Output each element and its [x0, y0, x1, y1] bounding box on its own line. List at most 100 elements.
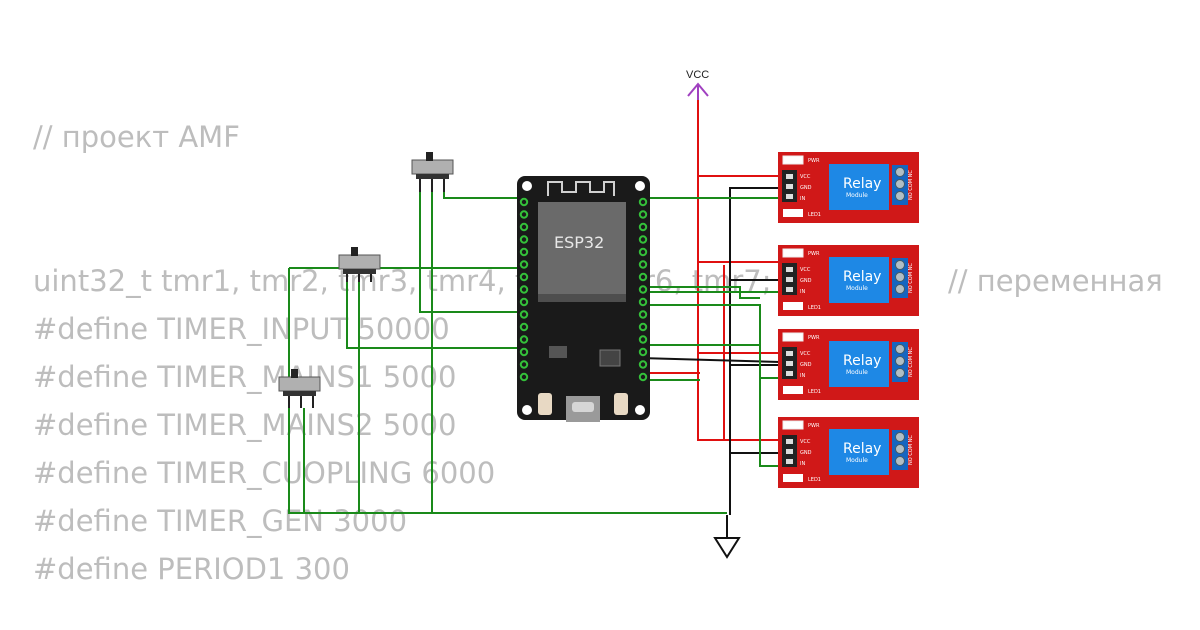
relay-vcc-label: VCC	[800, 174, 811, 180]
esp32-pin[interactable]	[519, 372, 529, 382]
antenna-trace	[547, 181, 615, 196]
relay-pwr-label: PWR	[808, 423, 820, 429]
esp32-pin[interactable]	[638, 197, 648, 207]
led1-indicator	[783, 209, 803, 217]
esp32-pin[interactable]	[638, 260, 648, 269]
vcc-wires	[523, 100, 780, 441]
relay-subtitle: Module	[846, 369, 868, 376]
esp32-pin[interactable]	[519, 297, 529, 307]
relay-in-label: IN	[800, 461, 805, 467]
relay-title: Relay	[843, 353, 881, 369]
esp32-pin[interactable]	[638, 247, 648, 257]
relay-gnd-label: GND	[800, 185, 812, 191]
code-define-line: #define TIMER_MAINS2 5000	[33, 408, 457, 442]
esp32-pin[interactable]	[519, 285, 529, 294]
relay-terminal-label: NO COM NC	[908, 170, 914, 200]
relay-block	[829, 257, 889, 303]
relay-vcc-label: VCC	[800, 267, 811, 273]
esp32-pin[interactable]	[638, 210, 648, 219]
ground-symbol[interactable]	[713, 515, 741, 559]
code-comment-line: // проект AMF	[33, 120, 240, 154]
esp32-pin[interactable]	[519, 272, 529, 282]
esp32-label: ESP32	[554, 233, 604, 252]
relay-gnd-label: GND	[800, 278, 812, 284]
slide-switch-1[interactable]	[411, 152, 454, 192]
code-define-line: #define TIMER_CUOPLING 6000	[33, 456, 496, 490]
slide-switch-3[interactable]	[278, 369, 321, 408]
esp32-pin[interactable]	[519, 360, 529, 369]
power-led	[782, 420, 804, 430]
led1-indicator	[783, 386, 803, 394]
code-define-line: #define TIMER_INPUT 50000	[33, 312, 450, 346]
esp32-pin[interactable]	[638, 322, 648, 332]
esp32-pin[interactable]	[638, 272, 648, 282]
relay-block	[829, 341, 889, 387]
relay-gnd-label: GND	[800, 450, 812, 456]
slide-switch-2[interactable]	[338, 247, 381, 282]
esp32-pin[interactable]	[638, 222, 648, 232]
esp32-pin[interactable]	[519, 260, 529, 269]
relay-block	[829, 429, 889, 475]
relay-terminal-label: NO COM NC	[908, 347, 914, 377]
vcc-symbol[interactable]: VCC	[686, 69, 709, 102]
esp32-pin[interactable]	[638, 360, 648, 369]
esp32-pin[interactable]	[519, 197, 529, 207]
esp32-pin[interactable]	[519, 335, 529, 344]
esp32-board[interactable]: ESP32	[517, 176, 650, 422]
relay-pwr-label: PWR	[808, 158, 820, 164]
relay-subtitle: Module	[846, 457, 868, 464]
esp32-pin[interactable]	[638, 347, 648, 357]
esp32-pin[interactable]	[519, 235, 529, 244]
relay-pwr-label: PWR	[808, 251, 820, 257]
esp32-pin[interactable]	[638, 235, 648, 244]
code-define-line: #define PERIOD1 300	[33, 552, 350, 586]
relay-in-label: IN	[800, 196, 805, 202]
relay-vcc-label: VCC	[800, 351, 811, 357]
led1-indicator	[783, 302, 803, 310]
relay-led1-label: LED1	[808, 477, 821, 483]
power-led	[782, 332, 804, 342]
relay-subtitle: Module	[846, 285, 868, 292]
relay-terminal-label: NO COM NC	[908, 435, 914, 465]
power-led	[782, 155, 804, 165]
esp32-pin[interactable]	[519, 222, 529, 232]
relay-block	[829, 164, 889, 210]
reset-button[interactable]	[614, 393, 628, 415]
relay-pwr-label: PWR	[808, 335, 820, 341]
relay-subtitle: Module	[846, 192, 868, 199]
led1-indicator	[783, 474, 803, 482]
esp32-pin[interactable]	[519, 347, 529, 357]
relay-led1-label: LED1	[808, 389, 821, 395]
power-led	[782, 248, 804, 258]
relay-terminal-label: NO COM NC	[908, 263, 914, 293]
esp32-pin[interactable]	[638, 297, 648, 307]
esp32-pin[interactable]	[519, 210, 529, 219]
relay-gnd-label: GND	[800, 362, 812, 368]
boot-button[interactable]	[538, 393, 552, 415]
esp32-pin-header-left[interactable]	[519, 197, 529, 382]
esp32-pin[interactable]	[638, 335, 648, 344]
relay-in-label: IN	[800, 373, 805, 379]
code-define-line: #define TIMER_GEN 3000	[33, 504, 408, 538]
relay-led1-label: LED1	[808, 305, 821, 311]
relay-vcc-label: VCC	[800, 439, 811, 445]
relay-in-label: IN	[800, 289, 805, 295]
esp32-pin[interactable]	[638, 310, 648, 319]
relay-title: Relay	[843, 176, 881, 192]
relay-title: Relay	[843, 441, 881, 457]
esp32-pin[interactable]	[519, 247, 529, 257]
esp32-pin[interactable]	[638, 285, 648, 294]
esp32-pin[interactable]	[519, 322, 529, 332]
code-declaration-comment: // переменная	[948, 264, 1163, 298]
relay-title: Relay	[843, 269, 881, 285]
vcc-label: VCC	[686, 69, 709, 81]
esp32-pin[interactable]	[638, 372, 648, 382]
esp32-pin[interactable]	[519, 310, 529, 319]
esp32-pin-header-right[interactable]	[638, 197, 648, 382]
code-define-line: #define TIMER_MAINS1 5000	[33, 360, 457, 394]
